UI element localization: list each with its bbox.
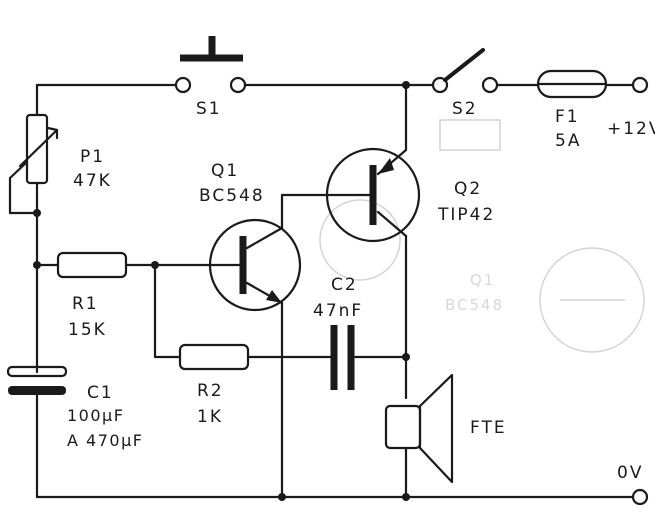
q1-ref: Q1 (211, 161, 239, 181)
supply-positive-label: +12V (607, 119, 655, 139)
c1-value-alt: A 470µF (67, 431, 143, 450)
r2-value: 1K (197, 407, 223, 427)
s2-ref: S2 (452, 99, 478, 119)
c1-ref: C1 (87, 383, 114, 403)
q2-ref: Q2 (454, 179, 482, 199)
terminal-ground (631, 488, 649, 506)
speaker-fte (384, 373, 454, 484)
potentiometer-p1 (8, 113, 59, 215)
f1-ref: F1 (555, 107, 580, 127)
svg-text:BC548: BC548 (445, 296, 504, 314)
resistor-r1 (56, 251, 128, 279)
supply-ground-label: 0V (617, 463, 643, 483)
svg-text:Q1: Q1 (470, 271, 495, 289)
p1-ref: P1 (80, 147, 105, 167)
r1-value: 15K (68, 320, 107, 340)
capacitor-c1 (6, 365, 68, 395)
c1-value: 100µF (67, 406, 124, 425)
bleed-through-artifacts: BC548 Q1 (319, 119, 645, 353)
pushbutton-s1 (174, 36, 247, 94)
r1-ref: R1 (72, 294, 99, 314)
resistor-r2 (178, 343, 250, 371)
junction-p1 (33, 209, 41, 217)
p1-value: 47K (73, 171, 112, 191)
q2-part: TIP42 (437, 205, 495, 225)
c2-ref: C2 (331, 275, 358, 295)
capacitor-c2 (330, 325, 355, 390)
s1-ref: S1 (196, 99, 222, 119)
r2-ref: R2 (197, 381, 224, 401)
switch-s2 (431, 48, 499, 94)
f1-value: 5A (555, 131, 581, 151)
q1-part: BC548 (199, 186, 265, 206)
junction-bottom-right (402, 493, 410, 501)
terminal-positive (631, 76, 649, 94)
c2-value: 47nF (313, 301, 363, 321)
wire-q2-base (280, 193, 375, 230)
junction-q1-emitter-gnd (278, 493, 286, 501)
fuse-f1 (536, 69, 608, 99)
speaker-ref: FTE (470, 418, 507, 438)
